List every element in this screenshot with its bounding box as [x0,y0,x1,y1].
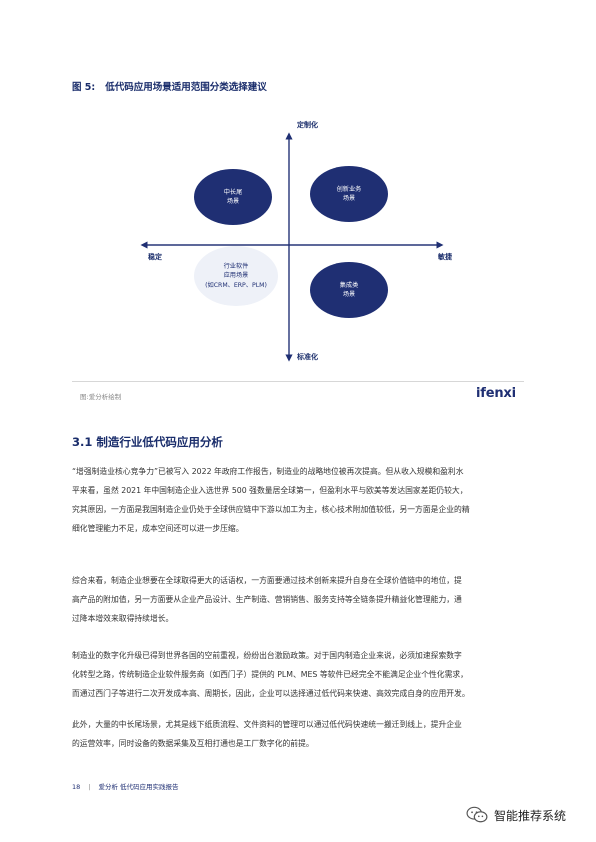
page-footer: 18 | 爱分析 低代码应用实践报告 [72,781,179,791]
figure-divider [72,381,524,382]
paragraph-1: “增强制造业核心竞争力”已被写入 2022 年政府工作报告，制造业的战略地位被再… [72,467,470,533]
section-title: 3.1 制造行业低代码应用分析 [72,435,223,449]
wechat-icon [466,806,488,823]
axis-label-right: 敏捷 [438,253,452,261]
paragraph-4: 此外，大量的中长尾场景，尤其是线下纸质流程、文件资料的管理可以通过低代码快速统一… [72,720,462,748]
quadrant-bubble-integration: 集成类 场景 [310,262,388,318]
brand-logo: ifenxi [476,386,516,401]
figure-number: 图 5: [72,82,96,93]
axis-label-left: 稳定 [148,253,162,261]
quadrant-axes [140,132,444,362]
figure-title: 图 5: 低代码应用场景适用范围分类选择建议 [72,79,267,93]
paragraph-3: 制造业的数字化升级已得到世界各国的空前重视，纷纷出台激励政策。对于国内制造企业来… [72,651,470,698]
paragraph-2: 综合来看，制造企业想要在全球取得更大的话语权，一方面要通过技术创新来提升自身在全… [72,576,462,623]
footer-separator: | [88,783,91,791]
page-number: 18 [72,783,81,791]
figure-source: 图:爱分析绘制 [80,393,122,401]
axis-label-bottom: 标准化 [297,353,318,361]
quadrant-bubble-innovation: 创新业务 场景 [310,166,388,222]
wechat-watermark: 智能推荐系统 [466,806,566,824]
watermark-text: 智能推荐系统 [494,808,567,823]
figure-caption: 低代码应用场景适用范围分类选择建议 [105,82,267,93]
quadrant-bubble-industry-software: 行业软件 应用场景 (如CRM、ERP、PLM) [194,246,278,306]
footer-report-name: 爱分析 低代码应用实践报告 [98,783,179,791]
quadrant-diagram: 定制化 标准化 稳定 敏捷 中长尾 场景 创新业务 场景 行业软件 应用场景 (… [72,100,524,380]
axis-label-top: 定制化 [297,121,318,129]
quadrant-bubble-long-tail: 中长尾 场景 [194,169,272,225]
